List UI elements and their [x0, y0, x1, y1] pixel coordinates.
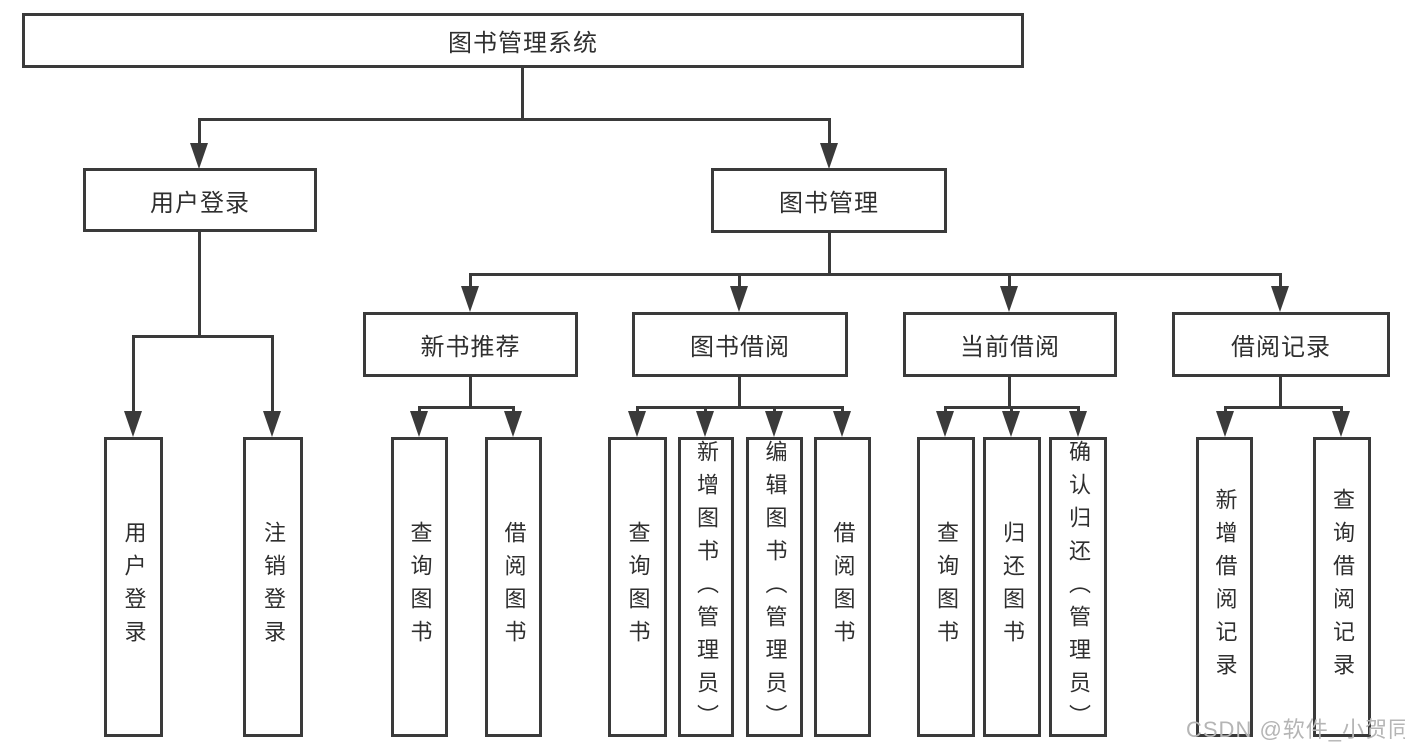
connector-line — [1010, 406, 1013, 415]
connector-line — [418, 406, 515, 409]
node-new-book-recommend-label: 新书推荐 — [420, 334, 521, 361]
leaf-user-login-label: 用户登录 — [121, 521, 147, 653]
arrowhead-icon — [124, 411, 142, 437]
arrowhead-icon — [765, 411, 783, 437]
arrowhead-icon — [461, 286, 479, 312]
arrowhead-icon — [263, 411, 281, 437]
leaf-query-borrow-record-label: 查询借阅记录 — [1330, 488, 1355, 686]
connector-line — [738, 377, 741, 408]
leaf-recommend-query-book: 查询图书 — [391, 437, 448, 737]
connector-line — [1279, 377, 1282, 408]
leaf-add-borrow-record: 新增借阅记录 — [1196, 437, 1253, 737]
leaf-current-query-book: 查询图书 — [917, 437, 975, 737]
connector-line — [469, 273, 472, 289]
arrowhead-icon — [833, 411, 851, 437]
connector-line — [1279, 273, 1282, 289]
leaf-confirm-return-admin: 确认归还（管理员） — [1049, 437, 1107, 737]
leaf-borrow-book: 借阅图书 — [814, 437, 871, 737]
leaf-query-borrow-record: 查询借阅记录 — [1313, 437, 1371, 737]
leaf-current-query-book-label: 查询图书 — [934, 521, 959, 653]
leaf-recommend-query-book-label: 查询图书 — [407, 521, 433, 653]
node-root: 图书管理系统 — [22, 13, 1024, 68]
connector-line — [469, 377, 472, 408]
leaf-user-login: 用户登录 — [104, 437, 163, 737]
csdn-watermark: CSDN @软件_小贺同学 — [1186, 717, 1405, 742]
leaf-recommend-borrow-book-label: 借阅图书 — [501, 521, 527, 653]
connector-line — [636, 406, 844, 409]
leaf-return-book: 归还图书 — [983, 437, 1041, 737]
connector-line — [1340, 406, 1343, 415]
leaf-borrow-query-book: 查询图书 — [608, 437, 667, 737]
arrowhead-icon — [410, 411, 428, 437]
arrowhead-icon — [1000, 286, 1018, 312]
connector-line — [1008, 377, 1011, 408]
arrowhead-icon — [730, 286, 748, 312]
connector-line — [418, 406, 421, 415]
node-book-borrow: 图书借阅 — [632, 312, 848, 377]
arrowhead-icon — [1332, 411, 1350, 437]
leaf-add-book-admin-label: 新增图书（管理员） — [694, 440, 719, 737]
connector-line — [1224, 406, 1343, 409]
connector-line — [132, 335, 274, 338]
node-new-book-recommend: 新书推荐 — [363, 312, 578, 377]
connector-line — [132, 335, 135, 413]
arrowhead-icon — [504, 411, 522, 437]
node-user-login-label: 用户登录 — [150, 189, 250, 217]
connector-line — [198, 118, 831, 121]
leaf-return-book-label: 归还图书 — [1000, 521, 1025, 653]
connector-line — [512, 406, 515, 415]
arrowhead-icon — [696, 411, 714, 437]
node-root-label: 图书管理系统 — [448, 30, 598, 57]
node-user-login: 用户登录 — [83, 168, 317, 232]
node-current-borrow-label: 当前借阅 — [960, 334, 1060, 361]
arrowhead-icon — [1069, 411, 1087, 437]
leaf-add-borrow-record-label: 新增借阅记录 — [1212, 488, 1238, 686]
node-book-management-label: 图书管理 — [779, 190, 879, 217]
connector-line — [470, 273, 1282, 276]
node-book-borrow-label: 图书借阅 — [690, 334, 790, 361]
connector-line — [828, 118, 831, 145]
connector-line — [773, 406, 776, 415]
leaf-logout-label: 注销登录 — [261, 521, 286, 653]
arrowhead-icon — [820, 143, 838, 169]
arrowhead-icon — [1002, 411, 1020, 437]
connector-line — [738, 273, 741, 289]
connector-line — [198, 118, 201, 145]
leaf-edit-book-admin: 编辑图书（管理员） — [746, 437, 803, 737]
leaf-borrow-query-book-label: 查询图书 — [625, 521, 651, 653]
leaf-recommend-borrow-book: 借阅图书 — [485, 437, 542, 737]
connector-line — [636, 406, 639, 415]
node-borrow-record-label: 借阅记录 — [1231, 334, 1331, 361]
node-current-borrow: 当前借阅 — [903, 312, 1117, 377]
node-book-management: 图书管理 — [711, 168, 947, 233]
connector-line — [1077, 406, 1080, 415]
connector-line — [521, 68, 524, 121]
arrowhead-icon — [190, 143, 208, 169]
leaf-add-book-admin: 新增图书（管理员） — [678, 437, 734, 737]
connector-line — [841, 406, 844, 415]
leaf-confirm-return-admin-label: 确认归还（管理员） — [1066, 440, 1091, 737]
arrowhead-icon — [628, 411, 646, 437]
connector-line — [704, 406, 707, 415]
connector-line — [828, 233, 831, 276]
connector-line — [198, 232, 201, 338]
arrowhead-icon — [1271, 286, 1289, 312]
connector-line — [1224, 406, 1227, 415]
node-borrow-record: 借阅记录 — [1172, 312, 1390, 377]
connector-line — [271, 335, 274, 413]
leaf-edit-book-admin-label: 编辑图书（管理员） — [762, 440, 788, 737]
leaf-borrow-book-label: 借阅图书 — [830, 521, 856, 653]
connector-line — [944, 406, 947, 415]
connector-line — [1008, 273, 1011, 289]
arrowhead-icon — [1216, 411, 1234, 437]
arrowhead-icon — [936, 411, 954, 437]
leaf-logout: 注销登录 — [243, 437, 303, 737]
